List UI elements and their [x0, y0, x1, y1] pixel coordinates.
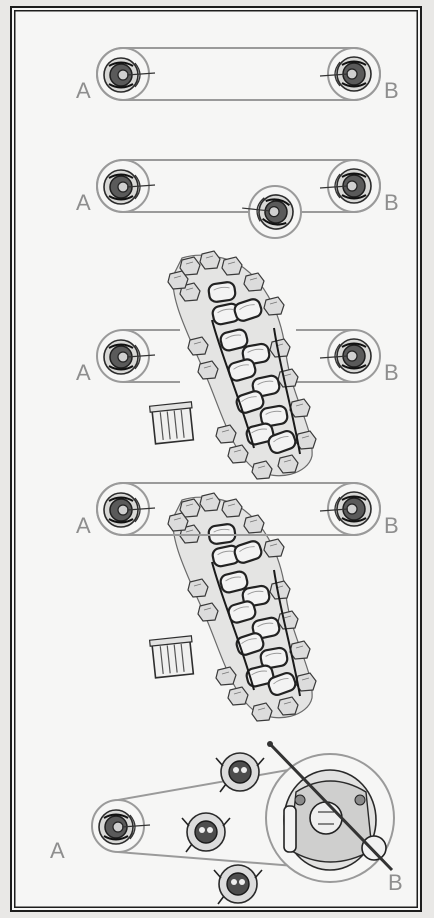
ruined-wall	[168, 251, 316, 479]
point-label-a: A	[76, 190, 91, 215]
panel-4: A B	[76, 483, 399, 721]
point-label-b: B	[384, 78, 399, 103]
point-label-a: A	[76, 78, 91, 103]
ruined-wall	[168, 493, 316, 721]
point-label-a: A	[76, 513, 91, 538]
small-figure-bottom	[214, 865, 262, 904]
point-label-a: A	[50, 838, 65, 863]
crate	[150, 636, 196, 678]
point-label-b: B	[384, 360, 399, 385]
small-figure-top	[216, 753, 264, 792]
point-label-a: A	[76, 360, 91, 385]
panel-2: A B	[76, 160, 399, 238]
panel-5: A B	[50, 741, 403, 904]
panel-1: A B	[76, 48, 399, 103]
point-label-b: B	[384, 190, 399, 215]
crate	[150, 402, 196, 444]
small-figure-middle	[182, 813, 230, 852]
point-label-b: B	[384, 513, 399, 538]
point-label-b: B	[388, 870, 403, 895]
panel-3: A B	[76, 251, 399, 479]
